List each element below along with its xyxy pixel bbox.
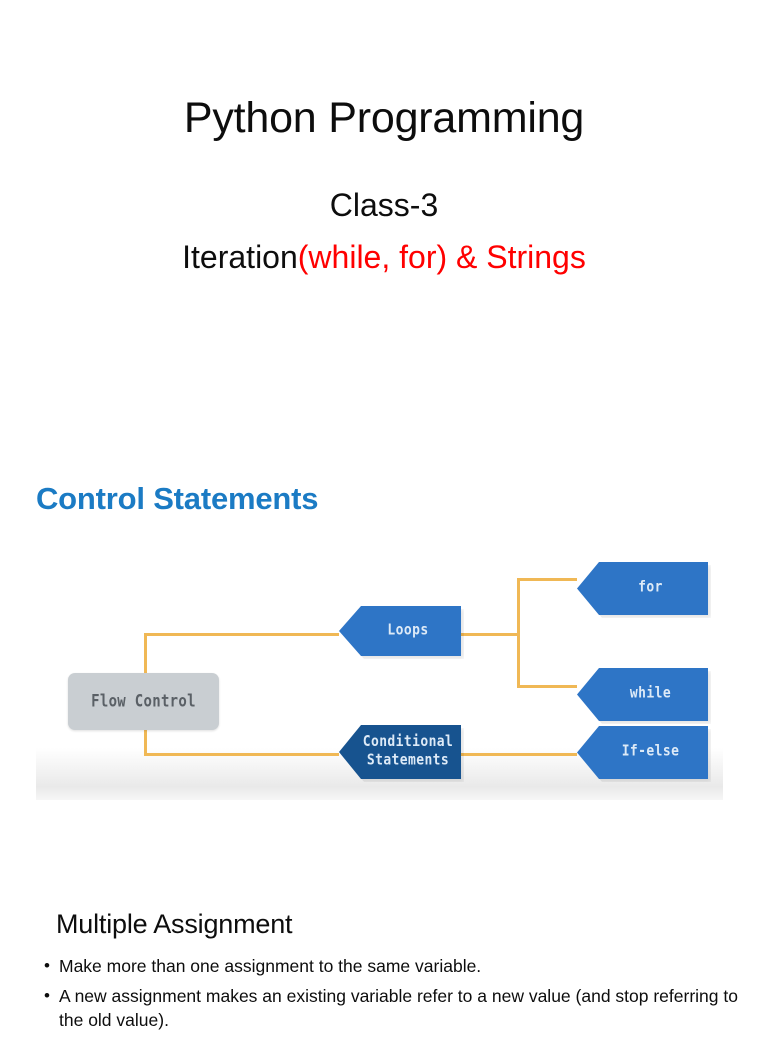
node-loops[interactable]: Loops [339, 606, 461, 656]
bullet-marker: • [44, 956, 50, 975]
list-item: • A new assignment makes an existing var… [44, 985, 744, 1032]
list-item: • Make more than one assignment to the s… [44, 955, 744, 978]
list-item-text: A new assignment makes an existing varia… [59, 986, 738, 1030]
topic-suffix: & Strings [447, 239, 586, 275]
node-flow-control[interactable]: Flow Control [68, 673, 219, 730]
node-ifelse[interactable]: If-else [577, 726, 708, 779]
connector-root-vertical-up [144, 633, 147, 678]
bullet-list: • Make more than one assignment to the s… [44, 955, 744, 1039]
node-flow-control-label: Flow Control [91, 692, 196, 711]
section-heading: Multiple Assignment [56, 909, 293, 939]
connector-root-to-loops [144, 633, 339, 636]
connector-loops-out [460, 633, 520, 636]
node-conditional-line1: Conditional [362, 733, 454, 751]
topic-accent: (while, for) [297, 239, 448, 275]
connector-loops-to-while [517, 685, 577, 688]
figure-heading: Control Statements [36, 481, 319, 516]
page-title: Python Programming [183, 94, 585, 142]
node-for-label: for [638, 579, 663, 597]
connector-root-vertical-down [144, 726, 147, 756]
bullet-marker: • [44, 986, 50, 1006]
topic-prefix: Iteration [182, 239, 298, 275]
node-loops-label: Loops [387, 621, 429, 639]
node-while[interactable]: while [577, 668, 708, 721]
connector-loops-split [517, 578, 520, 688]
node-while-label: while [629, 685, 672, 703]
connector-loops-to-for [517, 578, 577, 581]
node-for[interactable]: for [577, 562, 708, 615]
node-conditional-line2: Statements [366, 752, 450, 770]
control-statements-figure: Control Statements Flow Control Loops Co… [36, 478, 723, 800]
list-item-text: Make more than one assignment to the sam… [59, 956, 482, 976]
topic-subtitle: Iteration(while, for) & Strings [0, 239, 768, 275]
connector-root-to-conditional [144, 753, 339, 756]
connector-conditional-to-ifelse [460, 753, 577, 756]
node-ifelse-label: If-else [621, 743, 680, 761]
class-label: Class-3 [329, 187, 439, 223]
